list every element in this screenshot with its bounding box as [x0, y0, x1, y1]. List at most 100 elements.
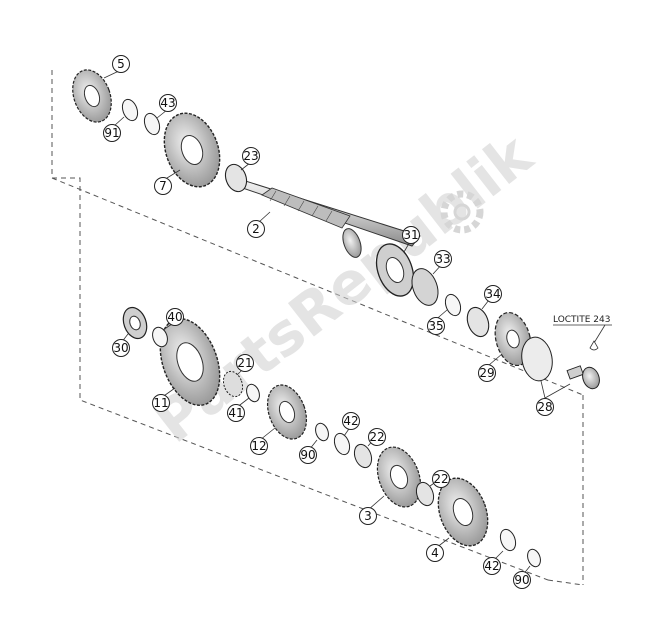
- callout-number: 31: [403, 228, 418, 242]
- callout-43: 43: [159, 94, 177, 112]
- callout-circle: [484, 285, 502, 303]
- callout-number: 11: [153, 396, 168, 410]
- callout-number: 21: [237, 356, 252, 370]
- bushing-part-34: [466, 306, 490, 338]
- callout-circle: [250, 437, 268, 455]
- callout-number: 4: [431, 546, 439, 560]
- callout-number: 42: [484, 559, 499, 573]
- callout-33: 33: [434, 250, 452, 268]
- ring-part-90-b: [527, 548, 541, 568]
- callout-number: 43: [160, 96, 175, 110]
- loctite-note: LOCTITE 243: [553, 315, 612, 351]
- callout-circle: [112, 339, 130, 357]
- needle-bearing-part-21: [222, 370, 244, 398]
- loctite-note-text: LOCTITE 243: [553, 315, 610, 325]
- callout-circle: [434, 250, 452, 268]
- callout-circle: [427, 317, 445, 335]
- callout-number: 40: [167, 310, 182, 324]
- callout-22: 22: [368, 428, 386, 446]
- callout-number: 34: [485, 287, 500, 301]
- callout-circle: [236, 354, 254, 372]
- callout-circle: [227, 404, 245, 422]
- callout-5: 5: [112, 55, 130, 73]
- callout-22: 22: [432, 470, 450, 488]
- gear-part-4: [437, 477, 489, 547]
- callout-circle: [536, 398, 554, 416]
- callout-circle: [513, 571, 531, 589]
- bearing-part-31: [375, 243, 415, 297]
- callout-number: 33: [435, 252, 450, 266]
- bearing-part-30: [122, 306, 148, 340]
- washer-part-40: [152, 326, 168, 348]
- bushing-part-23: [224, 163, 248, 193]
- callout-2: 2: [247, 220, 265, 238]
- callout-circle: [159, 94, 177, 112]
- washers: [121, 98, 553, 568]
- callout-circle: [242, 147, 260, 165]
- callout-30: 30: [112, 339, 130, 357]
- gear-part-12: [266, 384, 308, 440]
- callout-number: 41: [228, 406, 243, 420]
- callout-circle: [342, 412, 360, 430]
- callout-number: 29: [479, 366, 494, 380]
- callout-number: 42: [343, 414, 358, 428]
- gear-part-7: [163, 112, 221, 188]
- callout-circle: [426, 544, 444, 562]
- callout-number: 90: [514, 573, 529, 587]
- callout-number: 12: [251, 439, 266, 453]
- callout-41: 41: [227, 404, 245, 422]
- washer-part-42-a: [333, 432, 351, 456]
- callout-number: 35: [428, 319, 443, 333]
- callout-number: 7: [159, 179, 167, 193]
- callout-21: 21: [236, 354, 254, 372]
- callout-number: 91: [104, 126, 119, 140]
- gear-part-11: [159, 318, 221, 406]
- callout-circle: [103, 124, 121, 142]
- callout-90: 90: [513, 571, 531, 589]
- callout-number: 22: [433, 472, 448, 486]
- callout-circle: [478, 364, 496, 382]
- main-shaft: [226, 177, 421, 258]
- washer-part-43: [143, 112, 161, 136]
- callout-3: 3: [359, 507, 377, 525]
- callout-circle: [247, 220, 265, 238]
- callout-circle: [112, 55, 130, 73]
- callout-circle: [166, 308, 184, 326]
- bolt: [566, 365, 600, 390]
- callout-23: 23: [242, 147, 260, 165]
- callout-91: 91: [103, 124, 121, 142]
- callout-circle: [154, 177, 172, 195]
- washer-part-42-b: [499, 528, 517, 552]
- callout-34: 34: [484, 285, 502, 303]
- callout-28: 28: [536, 398, 554, 416]
- callout-number: 90: [300, 448, 315, 462]
- gear-part-5: [72, 69, 112, 123]
- callout-12: 12: [250, 437, 268, 455]
- bushing-part-22-a: [353, 443, 373, 469]
- ring-part-35: [444, 293, 462, 317]
- callout-circle: [152, 394, 170, 412]
- washer-part-41: [246, 383, 260, 403]
- callout-29: 29: [478, 364, 496, 382]
- callout-7: 7: [154, 177, 172, 195]
- callout-number: 22: [369, 430, 384, 444]
- washer-part-28: [521, 336, 553, 382]
- callout-number: 28: [537, 400, 552, 414]
- bushing-part-22-b: [415, 481, 435, 507]
- callout-4: 4: [426, 544, 444, 562]
- gear-part-3: [376, 446, 422, 508]
- callout-circle: [368, 428, 386, 446]
- callout-circle: [402, 226, 420, 244]
- ring-part-91: [121, 98, 139, 122]
- callout-circle: [299, 446, 317, 464]
- callout-11: 11: [152, 394, 170, 412]
- callout-circle: [483, 557, 501, 575]
- callout-35: 35: [427, 317, 445, 335]
- callout-number: 2: [252, 222, 260, 236]
- callout-number: 30: [113, 341, 128, 355]
- dashed-frame: [51, 70, 584, 586]
- callout-number: 3: [364, 509, 372, 523]
